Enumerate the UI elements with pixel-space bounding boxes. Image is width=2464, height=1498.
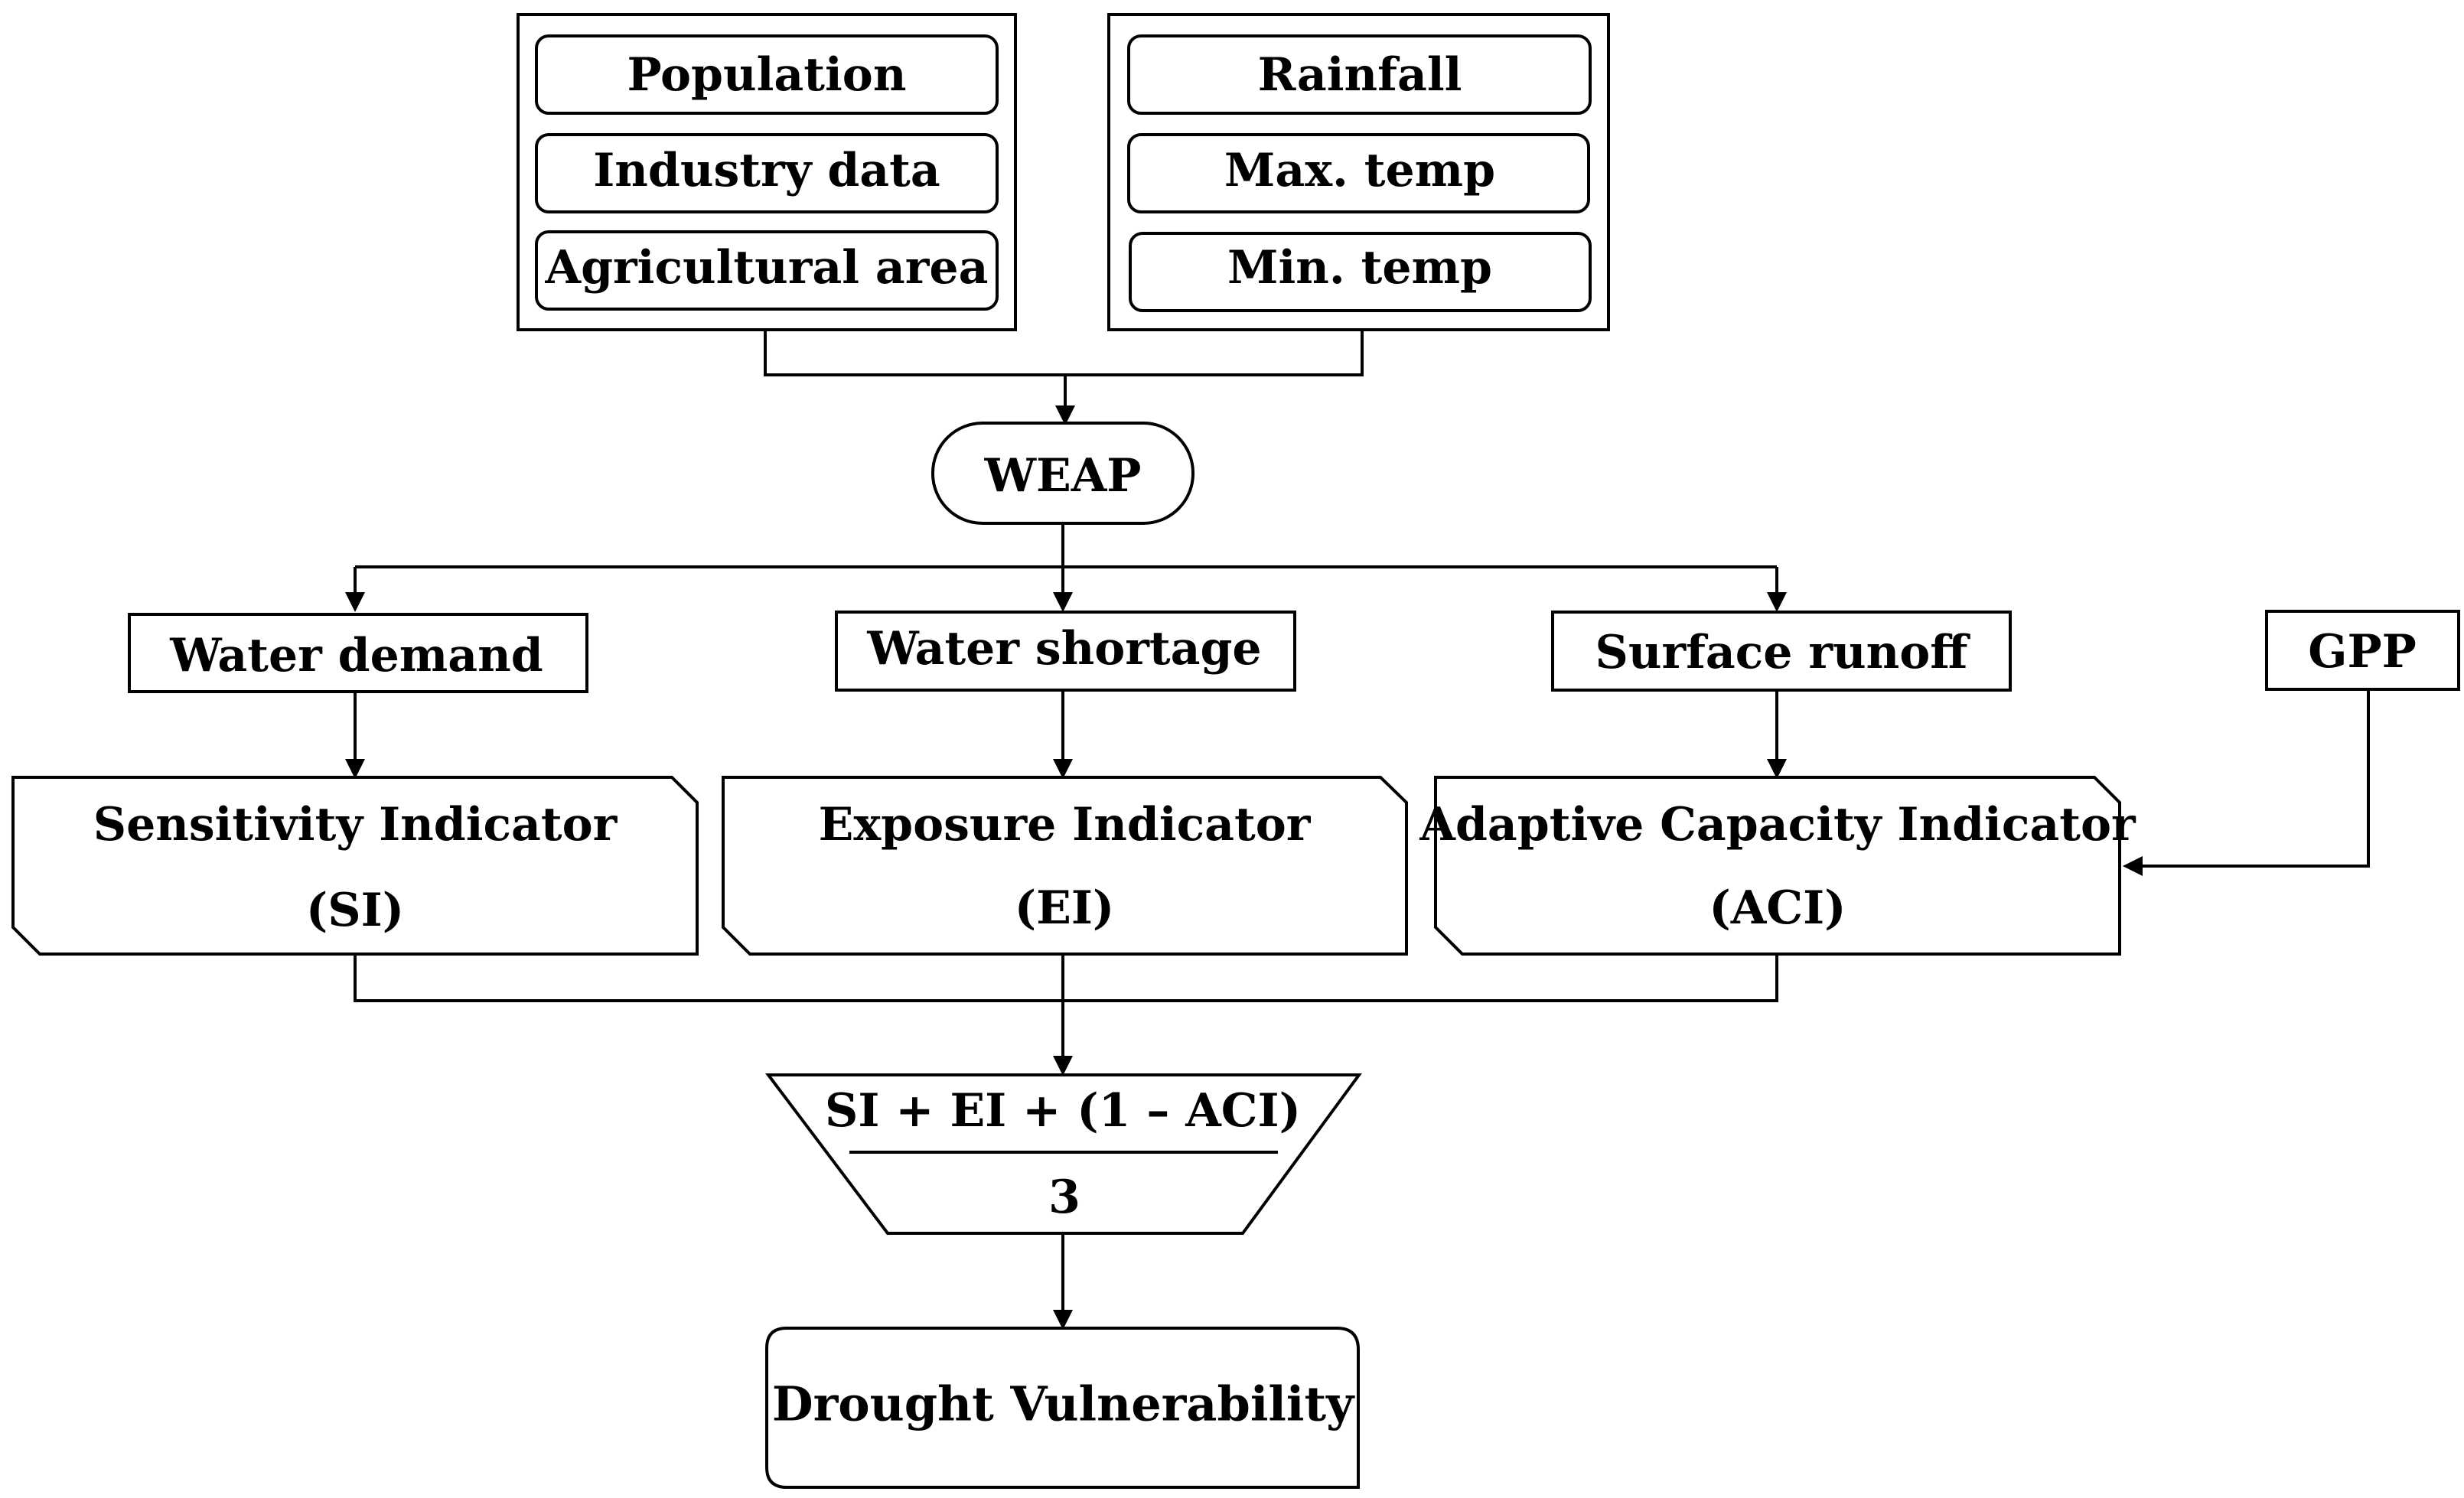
- input-population: Population: [535, 34, 999, 115]
- input-max-temp: Max. temp: [1127, 133, 1590, 213]
- input-rainfall-label: Rainfall: [1258, 48, 1462, 102]
- connector-inputs-to-weap: [764, 330, 1364, 409]
- exposure-indicator-abbr: (EI): [1015, 881, 1115, 935]
- adaptive-capacity-indicator-abbr: (ACI): [1709, 881, 1846, 935]
- exposure-indicator-node: Exposure Indicator (EI): [722, 776, 1408, 956]
- formula-denominator: 3: [1048, 1171, 1080, 1224]
- weap-model-node: WEAP: [931, 422, 1195, 525]
- arrowhead-to-water-shortage: [1053, 592, 1073, 612]
- water-demand-node: Water demand: [128, 613, 588, 693]
- formula-numerator: SI + EI + (1 – ACI): [825, 1084, 1301, 1138]
- arrowhead-to-surface-runoff: [1767, 592, 1787, 612]
- arrowhead-to-formula: [1053, 1056, 1073, 1076]
- exposure-indicator-label: Exposure Indicator: [819, 798, 1312, 852]
- adaptive-capacity-indicator-node: Adaptive Capacity Indicator (ACI): [1419, 776, 2136, 956]
- water-demand-label: Water demand: [169, 629, 543, 682]
- adaptive-capacity-indicator-label: Adaptive Capacity Indicator: [1419, 798, 2136, 852]
- drought-vulnerability-box: [765, 1327, 1360, 1489]
- input-industry-data-label: Industry data: [593, 144, 940, 197]
- surface-runoff-node: Surface runoff: [1551, 611, 2012, 692]
- water-shortage-node: Water shortage: [835, 611, 1296, 692]
- input-industry-data: Industry data: [535, 133, 999, 213]
- surface-runoff-label: Surface runoff: [1595, 626, 1971, 679]
- input-max-temp-label: Max. temp: [1224, 144, 1495, 197]
- input-agricultural-area-label: Agricultural area: [545, 241, 989, 295]
- connector-gpp-to-aci: [2140, 689, 2370, 868]
- arrowhead-gpp-to-aci: [2123, 856, 2143, 876]
- input-population-label: Population: [627, 48, 907, 102]
- arrowhead-to-result: [1053, 1310, 1073, 1330]
- input-rainfall: Rainfall: [1127, 34, 1592, 115]
- gpp-label: GPP: [2308, 625, 2416, 679]
- connector-weap-to-outputs: [354, 523, 1778, 595]
- drought-vulnerability-label: Drought Vulnerability: [772, 1376, 1355, 1432]
- arrowhead-to-ei: [1053, 759, 1073, 779]
- weap-label: WEAP: [984, 449, 1142, 503]
- sensitivity-indicator-node: Sensitivity Indicator (SI): [11, 776, 699, 956]
- arrowhead-to-water-demand: [345, 592, 365, 612]
- vulnerability-formula-node: SI + EI + (1 – ACI) 3: [764, 1073, 1362, 1235]
- input-agricultural-area: Agricultural area: [535, 230, 999, 311]
- arrowhead-to-aci: [1767, 759, 1787, 779]
- input-min-temp-label: Min. temp: [1227, 241, 1492, 295]
- socio-economic-inputs-group: Population Industry data Agricultural ar…: [517, 13, 1017, 331]
- connector-indicators-to-formula: [354, 954, 1778, 1059]
- arrowhead-to-si: [345, 759, 365, 779]
- sensitivity-indicator-abbr: (SI): [306, 884, 404, 937]
- sensitivity-indicator-label: Sensitivity Indicator: [93, 798, 618, 852]
- input-min-temp: Min. temp: [1129, 232, 1592, 312]
- climate-inputs-group: Rainfall Max. temp Min. temp: [1107, 13, 1610, 331]
- drought-vulnerability-node: Drought Vulnerability: [765, 1327, 1360, 1489]
- water-shortage-label: Water shortage: [866, 622, 1261, 676]
- arrowhead-to-weap: [1055, 405, 1075, 425]
- gpp-node: GPP: [2265, 610, 2460, 691]
